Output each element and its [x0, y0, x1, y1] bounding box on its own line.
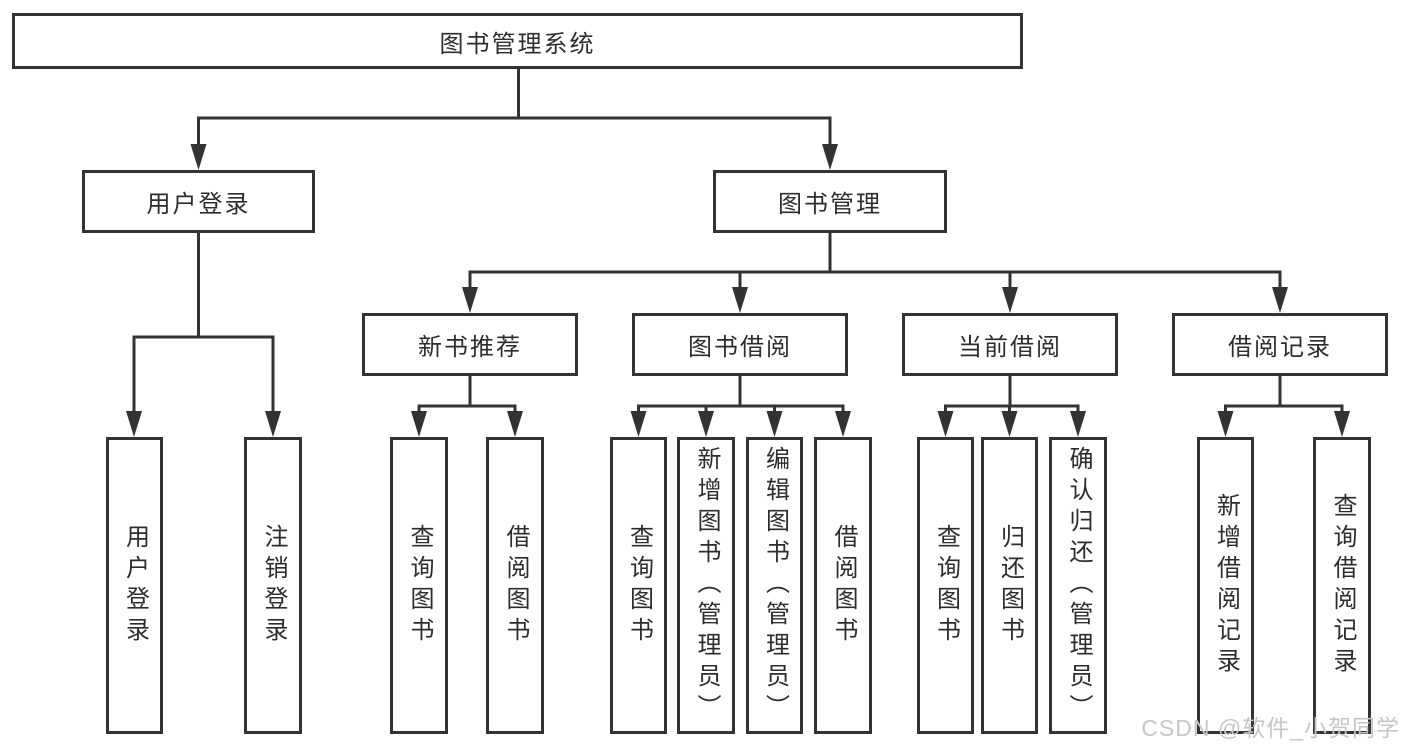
- arrow-down-icon: [1217, 411, 1234, 437]
- node-leaf-return-book: 归还图书: [981, 437, 1038, 734]
- arrow-down-icon: [507, 411, 523, 437]
- arrow-down-icon: [265, 411, 281, 437]
- node-label: 借阅图书: [502, 523, 529, 648]
- node-label: 用户登录: [146, 191, 251, 218]
- node-label: 图书管理系统: [439, 30, 596, 58]
- arrow-down-icon: [1070, 411, 1086, 437]
- node-library-management-system: 图书管理系统: [12, 13, 1023, 69]
- arrow-down-icon: [822, 144, 838, 170]
- arrow-down-icon: [732, 287, 748, 313]
- node-current-borrowing: 当前借阅: [902, 313, 1118, 376]
- arrow-down-icon: [126, 411, 142, 437]
- arrow-down-icon: [1272, 287, 1288, 313]
- node-leaf-borrow-books-2: 借阅图书: [814, 437, 872, 734]
- arrow-down-icon: [698, 411, 714, 437]
- node-new-book-recommend: 新书推荐: [362, 313, 578, 376]
- arrow-down-icon: [190, 144, 207, 170]
- arrow-down-icon: [411, 411, 427, 437]
- node-leaf-logout: 注销登录: [244, 437, 302, 734]
- arrow-down-icon: [937, 411, 954, 437]
- arrow-down-icon: [462, 287, 478, 313]
- arrow-down-icon: [1002, 287, 1018, 313]
- arrow-down-icon: [630, 411, 647, 437]
- node-label: 新增图书（管理员）: [693, 446, 720, 725]
- node-label: 归还图书: [996, 523, 1024, 648]
- node-label: 借阅图书: [830, 523, 857, 648]
- node-leaf-confirm-return-admin: 确认归还（管理员）: [1049, 437, 1107, 734]
- node-label: 借阅记录: [1228, 334, 1332, 361]
- node-label: 图书借阅: [688, 334, 792, 361]
- node-label: 查询图书: [406, 523, 433, 648]
- node-borrowing-records: 借阅记录: [1172, 313, 1388, 376]
- node-leaf-add-book-admin: 新增图书（管理员）: [677, 437, 735, 734]
- node-leaf-edit-book-admin: 编辑图书（管理员）: [746, 437, 803, 734]
- node-user-login: 用户登录: [82, 170, 315, 233]
- node-label: 用户登录: [121, 523, 149, 648]
- arrow-down-icon: [835, 411, 851, 437]
- node-book-management: 图书管理: [713, 170, 947, 233]
- arrow-down-icon: [766, 411, 783, 437]
- node-label: 当前借阅: [958, 334, 1062, 361]
- node-label: 图书管理: [778, 191, 882, 218]
- node-leaf-query-borrow-record: 查询借阅记录: [1313, 437, 1371, 734]
- node-label: 确认归还（管理员）: [1065, 446, 1092, 725]
- node-label: 查询图书: [625, 523, 653, 648]
- node-label: 新书推荐: [418, 334, 522, 361]
- arrow-down-icon: [1334, 411, 1350, 437]
- csdn-watermark: CSDN @软件_小贺同学: [1141, 715, 1400, 741]
- node-leaf-query-books-2: 查询图书: [610, 437, 667, 734]
- node-label: 注销登录: [260, 523, 287, 648]
- node-leaf-query-books-1: 查询图书: [390, 437, 448, 734]
- node-label: 查询借阅记录: [1329, 492, 1356, 679]
- node-book-borrowing: 图书借阅: [632, 313, 848, 376]
- node-label: 编辑图书（管理员）: [761, 446, 789, 725]
- node-leaf-user-login: 用户登录: [106, 437, 163, 734]
- arrow-down-icon: [1001, 411, 1018, 437]
- node-leaf-add-borrow-record: 新增借阅记录: [1197, 437, 1254, 734]
- node-label: 查询图书: [932, 523, 960, 648]
- node-leaf-query-books-3: 查询图书: [917, 437, 974, 734]
- node-leaf-borrow-books-1: 借阅图书: [486, 437, 544, 734]
- node-label: 新增借阅记录: [1212, 492, 1240, 679]
